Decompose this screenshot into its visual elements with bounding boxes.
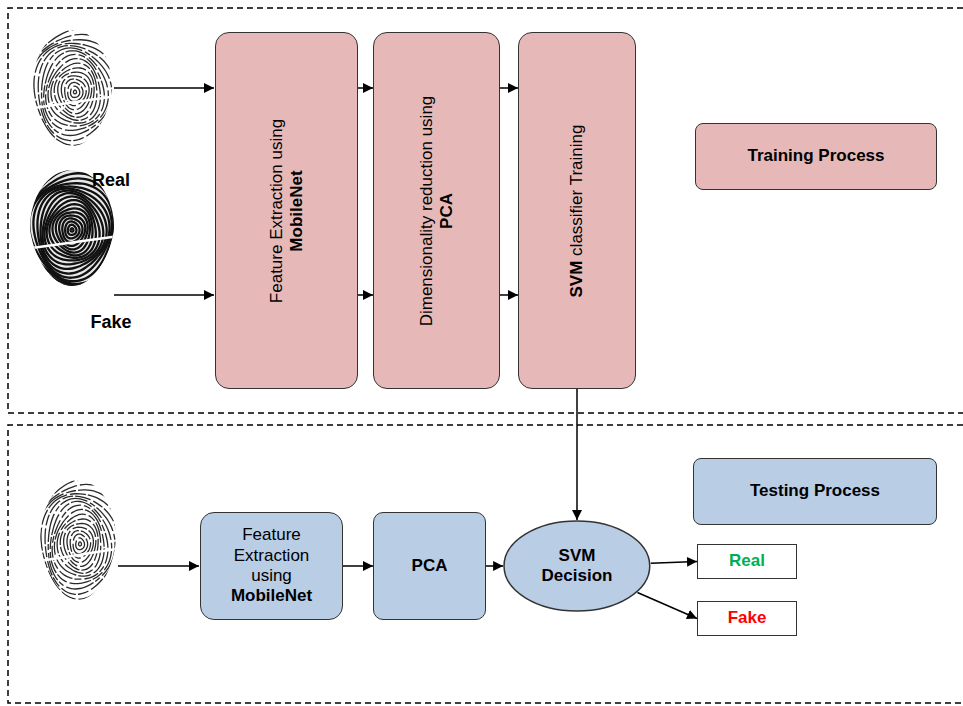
node-text: PCA (412, 556, 448, 576)
fingerprint-image (22, 29, 123, 155)
flow-arrow (500, 294, 518, 296)
decision-ellipse: SVM Decision (503, 520, 651, 612)
input-arrow (118, 565, 199, 567)
node-text: Fake (728, 608, 767, 628)
training-region (8, 8, 963, 413)
node-text: Training Process (747, 146, 884, 166)
output-box: Fake (697, 601, 797, 635)
flow-arrow (358, 294, 373, 296)
node-text: Testing Process (750, 481, 880, 501)
process-box: Feature Extraction using MobileNet (215, 32, 358, 389)
node-text: SVM classifier Training (567, 61, 587, 361)
testing-region (8, 425, 963, 703)
process-box: PCA (373, 512, 486, 620)
class-label: Fake (90, 312, 131, 333)
flow-arrow (576, 389, 578, 520)
process-box: Dimensionality reduction using PCA (373, 32, 500, 389)
input-arrow (114, 87, 214, 89)
output-box: Real (697, 544, 797, 578)
section-label: Training Process (695, 123, 937, 190)
flow-arrow (358, 87, 373, 89)
node-text: Real (729, 551, 765, 571)
flow-arrow (651, 561, 697, 563)
node-text: SVM Decision (530, 546, 625, 587)
class-label: Real (92, 170, 130, 191)
node-text: Dimensionality reduction using PCA (416, 86, 457, 336)
process-box: Feature Extraction using MobileNet (200, 512, 343, 620)
flow-arrow (500, 87, 518, 89)
ellipse-shape (504, 521, 650, 611)
flow-arrow (637, 592, 697, 618)
flow-arrow (343, 565, 373, 567)
fingerprint-image (30, 478, 126, 608)
process-box: SVM classifier Training (518, 32, 636, 389)
section-label: Testing Process (693, 458, 937, 525)
node-text: Feature Extraction using MobileNet (216, 525, 327, 607)
input-arrow (114, 294, 214, 296)
node-text: Feature Extraction using MobileNet (266, 96, 307, 326)
flow-arrow (486, 565, 503, 567)
